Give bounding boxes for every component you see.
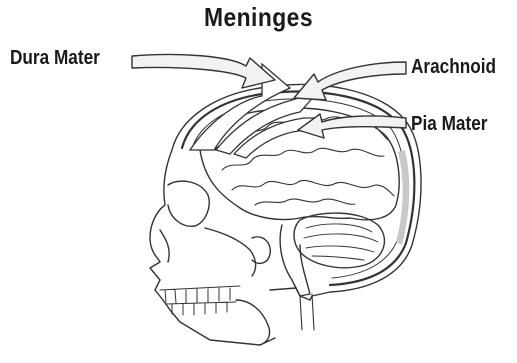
- dura-pointer-arrow: [132, 54, 275, 88]
- label-dura-mater: Dura Mater: [10, 47, 100, 70]
- label-arachnoid: Arachnoid: [411, 56, 496, 79]
- cerebellum: [294, 213, 384, 268]
- nasal-cavity: [160, 230, 169, 262]
- arachnoid-pointer-arrow: [294, 62, 406, 100]
- mandible: [236, 300, 270, 345]
- upper-teeth: [160, 286, 240, 303]
- cheekbone: [205, 228, 256, 276]
- label-pia-mater: Pia Mater: [411, 113, 487, 136]
- brainstem: [280, 225, 310, 296]
- pia-pointer-arrow: [298, 114, 406, 138]
- lower-teeth: [166, 302, 236, 315]
- diagram-title: Meninges: [31, 2, 486, 33]
- eye-socket: [168, 181, 209, 226]
